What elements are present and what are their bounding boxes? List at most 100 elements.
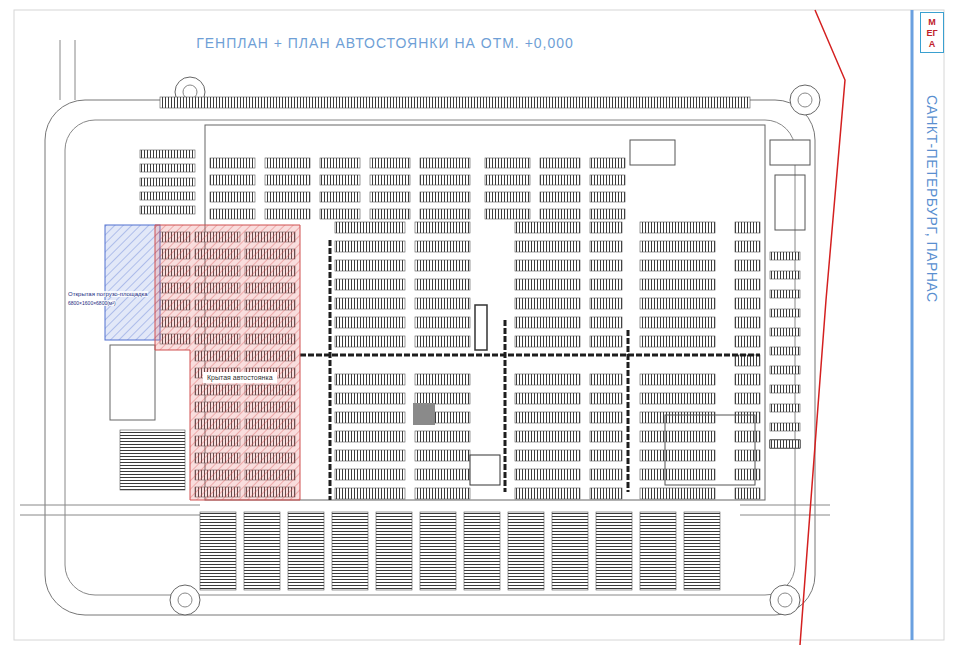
parking-row (735, 488, 760, 499)
parking-row (335, 374, 405, 385)
parking-row (335, 412, 405, 423)
parking-row (210, 209, 255, 219)
parking-row (415, 374, 470, 385)
walkway (300, 354, 760, 357)
parking-row (515, 279, 580, 290)
parking-row (515, 431, 580, 442)
parking-row (640, 298, 715, 309)
core (475, 305, 487, 350)
building-part (775, 175, 805, 230)
parking-row (540, 192, 580, 202)
road (65, 120, 795, 595)
parking-row (210, 192, 255, 202)
parking-row (640, 374, 715, 385)
parking-row (464, 512, 500, 590)
parking-row (735, 279, 760, 290)
walkway (329, 240, 332, 500)
parking-row (335, 488, 405, 499)
logo-box: МЕГА (920, 12, 944, 53)
core (470, 455, 500, 485)
parking-row (515, 222, 580, 233)
parking-row (265, 175, 310, 185)
parking-row (735, 222, 760, 233)
loading-zone (105, 225, 160, 340)
zone-text: 6800×1600×6800(м²) (68, 300, 116, 306)
parking-row (770, 440, 800, 448)
parking-row (640, 512, 676, 590)
parking-row (770, 440, 800, 448)
parking-row (590, 336, 622, 347)
parking-row (640, 241, 715, 252)
roundabout (798, 93, 812, 107)
parking-row (735, 317, 760, 328)
roundabout (778, 593, 792, 607)
parking-row (552, 512, 588, 590)
parking-row (515, 336, 580, 347)
parking-row (770, 423, 800, 431)
parking-row (590, 317, 622, 328)
parking-row (415, 317, 470, 328)
parking-row (770, 290, 800, 298)
parking-row (485, 192, 530, 202)
plan-line (740, 505, 830, 506)
parking-row (415, 298, 470, 309)
parking-row (140, 206, 195, 214)
parking-row (590, 209, 625, 219)
parking-row (420, 192, 470, 202)
parking-row (265, 192, 310, 202)
parking-row (540, 158, 580, 168)
parking-row (265, 158, 310, 168)
parking-row (415, 279, 470, 290)
building-part (770, 140, 810, 165)
covered-parking-label: Крытая автостоянка (155, 225, 305, 500)
parking-row (640, 431, 715, 442)
parking-row (210, 158, 255, 168)
parking-row (320, 158, 360, 168)
parking-row (515, 393, 580, 404)
parking-row (590, 488, 622, 499)
building-part (665, 415, 755, 485)
parking-row (415, 469, 470, 480)
parking-row (335, 241, 405, 252)
zone-text: Открытая погрузо-площадка (68, 291, 148, 297)
building-part (630, 140, 675, 165)
parking-row (515, 298, 580, 309)
parking-row (415, 260, 470, 271)
parking-row (415, 336, 470, 347)
plan-line (20, 505, 200, 506)
parking-row (140, 192, 195, 200)
parking-row (735, 450, 760, 461)
parking-row (770, 252, 800, 260)
parking-row (515, 412, 580, 423)
plan-line (60, 40, 61, 100)
parking-row (735, 469, 760, 480)
zone-text: Крытая автостоянка (203, 372, 277, 383)
parking-row (320, 175, 360, 185)
parking-row (515, 469, 580, 480)
parking-row (735, 393, 760, 404)
parking-row (335, 279, 405, 290)
walkway (627, 330, 630, 492)
zone-text: МЕГА (926, 17, 939, 49)
parking-row (515, 488, 580, 499)
roundabout (178, 593, 192, 607)
parking-row (770, 404, 800, 412)
parking-row (735, 412, 760, 423)
parking-row (735, 298, 760, 309)
parking-row (590, 298, 622, 309)
parking-row (596, 512, 632, 590)
parking-row (370, 158, 410, 168)
parking-row (590, 431, 622, 442)
parking-row (590, 279, 622, 290)
parking-row (640, 260, 715, 271)
parking-row (200, 512, 236, 590)
parking-row (415, 431, 470, 442)
parking-row (420, 512, 456, 590)
parking-row (590, 374, 622, 385)
parking-row (288, 512, 324, 590)
parking-row (590, 412, 622, 423)
roundabout (770, 585, 800, 615)
parking-row (420, 158, 470, 168)
parking-row (515, 241, 580, 252)
